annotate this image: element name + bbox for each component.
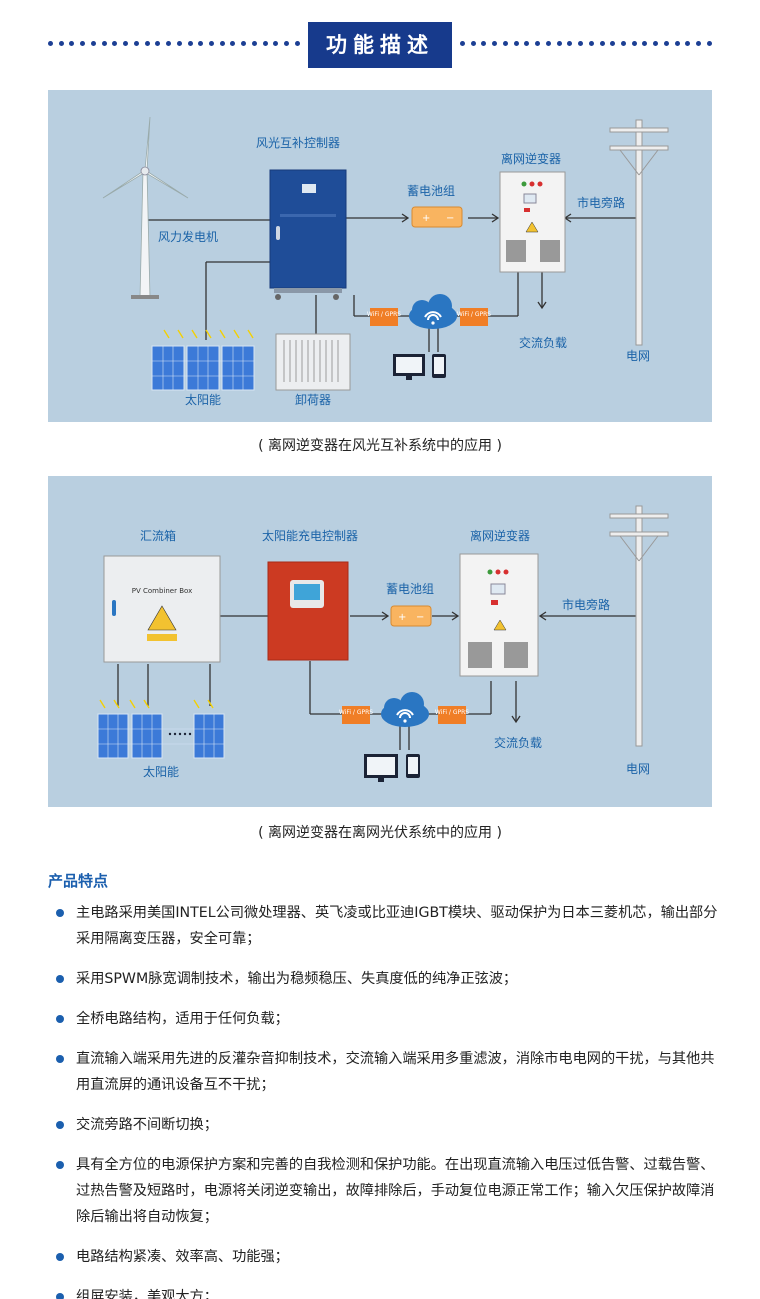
label-wind-generator: 风力发电机 xyxy=(158,229,218,244)
section-title: 功能描述 xyxy=(308,22,452,68)
header-dots-right xyxy=(460,41,712,49)
bullet-icon xyxy=(56,909,64,917)
bullet-icon xyxy=(56,1293,64,1299)
features-list: 主电路采用美国INTEL公司微处理器、英飞凌或比亚迪IGBT模块、驱动保护为日本… xyxy=(48,900,720,1299)
phone-icon xyxy=(432,354,446,378)
diagram-off-grid-pv: PV Combiner Box + − xyxy=(48,476,712,807)
wifi-gprs-tag-right: WiFi / GPRS xyxy=(457,308,491,326)
diagram2-svg: PV Combiner Box + − xyxy=(97,505,669,782)
bullet-icon xyxy=(56,975,64,983)
svg-text:WiFi / GPRS: WiFi / GPRS xyxy=(435,709,469,716)
label-charge-controller: 太阳能充电控制器 xyxy=(262,528,358,543)
header-dots-left xyxy=(48,41,300,49)
solar-panels-icon xyxy=(151,329,255,391)
diagram-wind-solar-hybrid: + − xyxy=(48,90,712,422)
label-combiner: 汇流箱 xyxy=(140,528,176,543)
power-pole-icon xyxy=(609,119,669,346)
battery-icon: + − xyxy=(411,206,463,228)
label-ac-load-2: 交流负载 xyxy=(494,735,542,750)
svg-text:−: − xyxy=(446,213,454,224)
hybrid-controller-cabinet xyxy=(269,169,347,300)
feature-item: 全桥电路结构，适用于任何负载； xyxy=(48,1006,720,1032)
label-inverter-2: 离网逆变器 xyxy=(470,528,530,543)
feature-item: 电路结构紧凑、效率高、功能强； xyxy=(48,1244,720,1270)
cloud-icon xyxy=(409,294,457,329)
label-battery: 蓄电池组 xyxy=(407,184,455,198)
bullet-icon xyxy=(56,1253,64,1261)
svg-text:−: − xyxy=(416,612,424,623)
svg-text:WiFi / GPRS: WiFi / GPRS xyxy=(367,311,401,318)
diagram1-svg: + − xyxy=(102,116,669,407)
diagram1-caption: ( 离网逆变器在风光互补系统中的应用 ) xyxy=(258,438,502,454)
label-hybrid-controller: 风光互补控制器 xyxy=(256,136,340,150)
power-pole-icon-2 xyxy=(609,505,669,747)
svg-text:WiFi / GPRS: WiFi / GPRS xyxy=(457,311,491,318)
bullet-icon xyxy=(56,1015,64,1023)
feature-item: 采用SPWM脉宽调制技术，输出为稳频稳压、失真度低的纯净正弦波； xyxy=(48,966,720,992)
bullet-icon xyxy=(56,1161,64,1169)
solar-charge-controller xyxy=(267,561,349,661)
label-bypass: 市电旁路 xyxy=(577,195,625,210)
feature-item: 交流旁路不间断切换； xyxy=(48,1112,720,1138)
label-ac-load: 交流负载 xyxy=(519,335,567,350)
label-battery-2: 蓄电池组 xyxy=(386,582,434,596)
solar-panels-icon-2 xyxy=(97,699,225,759)
inverter-cabinet-2 xyxy=(459,553,539,677)
wifi-gprs-tag-right-2: WiFi / GPRS xyxy=(435,706,469,724)
wifi-gprs-tag-left-2: WiFi / GPRS xyxy=(339,706,373,724)
feature-item: 组屏安装，美观大方； xyxy=(48,1284,720,1299)
label-grid: 电网 xyxy=(626,349,650,363)
label-inverter: 离网逆变器 xyxy=(501,151,561,166)
diagram2-caption: ( 离网逆变器在离网光伏系统中的应用 ) xyxy=(258,825,502,841)
combiner-box-text: PV Combiner Box xyxy=(132,587,192,595)
bullet-icon xyxy=(56,1121,64,1129)
phone-icon-2 xyxy=(406,754,420,778)
feature-item: 具有全方位的电源保护方案和完善的自我检测和保护功能。在出现直流输入电压过低告警、… xyxy=(48,1152,720,1230)
diagram1-arrows xyxy=(346,213,636,310)
feature-item: 直流输入端采用先进的反灌杂音抑制技术，交流输入端采用多重滤波，消除市电电网的干扰… xyxy=(48,1046,720,1098)
feature-item: 主电路采用美国INTEL公司微处理器、英飞凌或比亚迪IGBT模块、驱动保护为日本… xyxy=(48,900,720,952)
section-header: 功能描述 xyxy=(0,22,760,68)
label-grid-2: 电网 xyxy=(626,762,650,776)
inverter-cabinet xyxy=(499,171,566,273)
cloud-icon-2 xyxy=(381,692,429,727)
wifi-gprs-tag-left: WiFi / GPRS xyxy=(367,308,401,326)
label-solar: 太阳能 xyxy=(185,392,221,407)
svg-text:+: + xyxy=(398,612,406,623)
features-title: 产品特点 xyxy=(48,872,109,890)
dump-load-icon xyxy=(275,333,351,391)
bullet-icon xyxy=(56,1055,64,1063)
combiner-box: PV Combiner Box xyxy=(103,555,221,663)
wind-turbine-icon xyxy=(102,116,189,299)
diagram2-arrows xyxy=(350,611,636,724)
label-bypass-2: 市电旁路 xyxy=(562,597,610,612)
label-dump-load: 卸荷器 xyxy=(295,392,331,407)
computer-icon xyxy=(393,354,425,380)
battery-icon-2: + − xyxy=(390,605,432,627)
svg-text:WiFi / GPRS: WiFi / GPRS xyxy=(339,709,373,716)
svg-text:+: + xyxy=(422,213,430,224)
computer-icon-2 xyxy=(364,754,398,782)
label-solar-2: 太阳能 xyxy=(143,764,179,779)
